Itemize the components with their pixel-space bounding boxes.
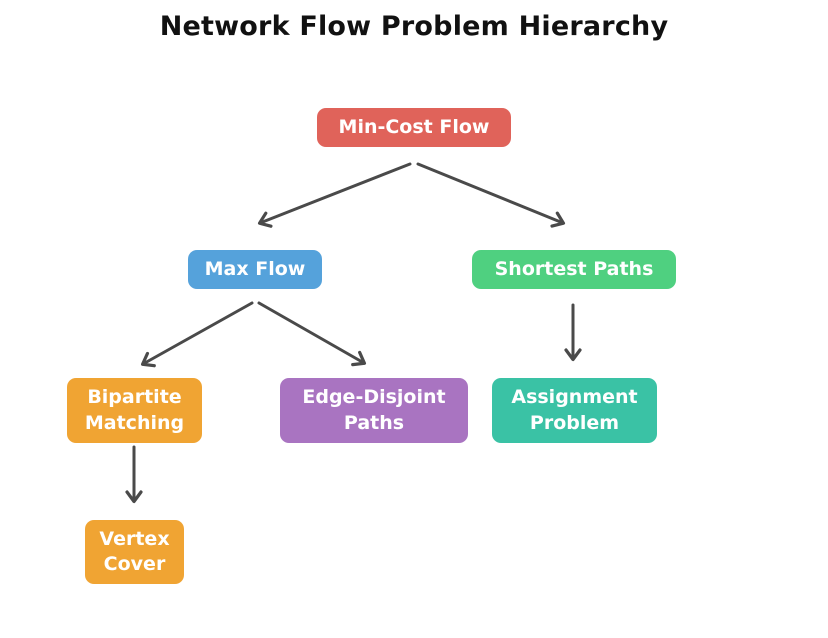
node-vertex-cover: Vertex Cover xyxy=(85,520,184,584)
edge-max-flow-to-bipartite-matching xyxy=(140,301,254,368)
node-assignment-problem: Assignment Problem xyxy=(492,378,657,443)
edge-min-cost-flow-to-max-flow xyxy=(257,162,412,228)
node-bipartite-matching: Bipartite Matching xyxy=(67,378,202,443)
edge-min-cost-flow-to-shortest-paths xyxy=(416,162,566,228)
edge-max-flow-to-edge-disjoint-paths xyxy=(257,301,367,367)
diagram-title: Network Flow Problem Hierarchy xyxy=(159,11,669,42)
node-edge-disjoint-paths: Edge-Disjoint Paths xyxy=(280,378,468,443)
node-min-cost-flow: Min-Cost Flow xyxy=(317,108,511,147)
node-shortest-paths: Shortest Paths xyxy=(472,250,676,289)
node-max-flow: Max Flow xyxy=(188,250,322,289)
